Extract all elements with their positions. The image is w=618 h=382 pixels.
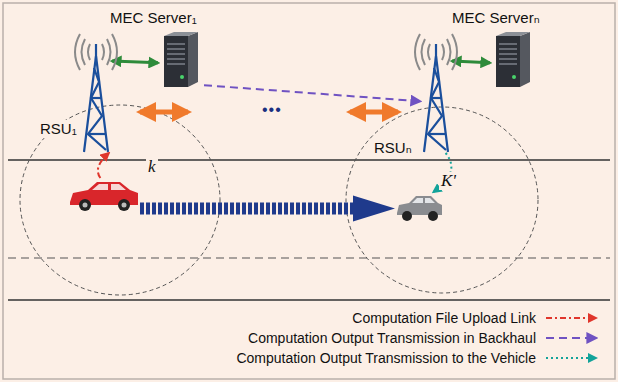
rsu-tower-icon (80, 38, 112, 153)
legend: Computation File Upload LinkComputation … (236, 308, 606, 368)
legend-text: Computation File Upload Link (352, 310, 536, 326)
road-edge (8, 159, 610, 161)
frame (3, 3, 615, 379)
mec-server-icon (490, 32, 536, 88)
legend-line-sample (544, 312, 606, 324)
legend-text: Computation Output Transmission to the V… (236, 350, 536, 366)
legend-line-sample (544, 332, 606, 344)
mobility-arrow (140, 196, 395, 222)
coverage-area (346, 107, 538, 293)
mec-server-icon (158, 32, 204, 88)
node-label: MEC Serverₙ (450, 9, 542, 27)
lane-divider (8, 257, 610, 258)
rsu-link (140, 110, 188, 115)
link-arrow (112, 61, 158, 63)
node-label: k (146, 158, 158, 176)
rsu-tower-icon (420, 38, 452, 153)
rsu-tower: RSU₁ (80, 38, 112, 153)
vehicle: k (68, 178, 140, 212)
ellipsis-label: ••• (262, 101, 282, 119)
mec-server: MEC Serverₙ (490, 32, 536, 88)
vehicle-icon (395, 192, 443, 222)
node-label: MEC Server₁ (108, 9, 199, 27)
link-arrow (98, 153, 109, 178)
road-edge (8, 299, 610, 301)
legend-text: Computation Output Transmission in Backh… (248, 330, 536, 346)
node-label: RSU₁ (38, 120, 79, 138)
coverage-area (20, 105, 220, 295)
vehicle-icon (68, 178, 140, 212)
mec-server: MEC Server₁ (158, 32, 204, 88)
rsu-tower: RSUₙ (420, 38, 452, 153)
link-arrow (204, 85, 420, 101)
legend-row: Computation File Upload Link (236, 308, 606, 328)
rsu-link (350, 110, 398, 115)
legend-row: Computation Output Transmission to the V… (236, 348, 606, 368)
vehicle: K' (395, 192, 443, 222)
node-label: RSUₙ (372, 139, 414, 157)
link-arrow (452, 61, 490, 63)
legend-line-sample (544, 352, 606, 364)
node-label: K' (439, 172, 458, 190)
legend-row: Computation Output Transmission in Backh… (236, 328, 606, 348)
